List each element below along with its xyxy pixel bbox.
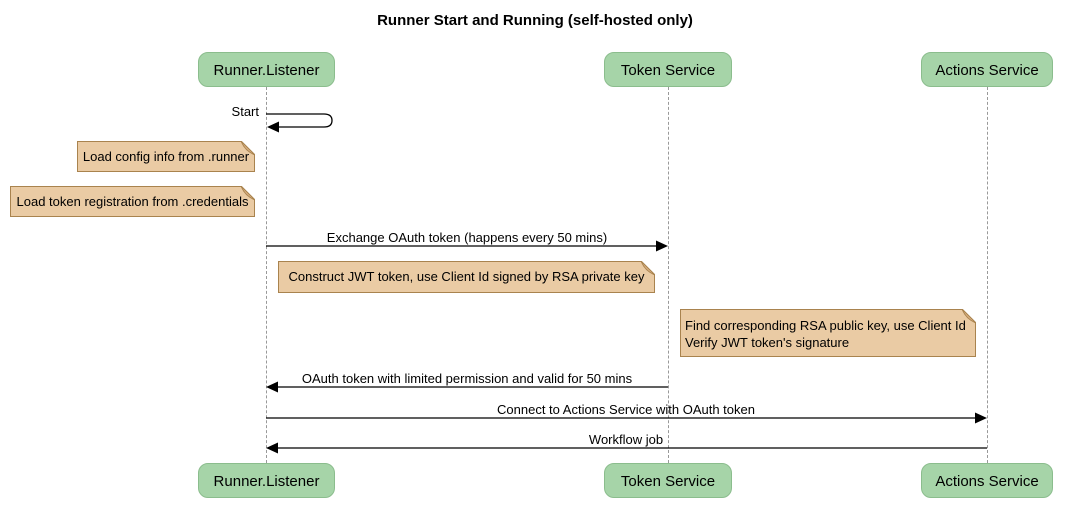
note-verify-jwt-line1: Find corresponding RSA public key, use C… bbox=[685, 318, 966, 333]
message-exchange-label: Exchange OAuth token (happens every 50 m… bbox=[326, 230, 608, 245]
note-construct-jwt-text: Construct JWT token, use Client Id signe… bbox=[288, 269, 645, 284]
self-loop-start-arrow bbox=[266, 113, 333, 128]
participant-runner-listener-top: Runner.Listener bbox=[198, 52, 335, 87]
participant-token-service-top: Token Service bbox=[604, 52, 732, 87]
arrow-connect-actions-head bbox=[975, 412, 987, 424]
note-verify-jwt-line2: Verify JWT token's signature bbox=[685, 335, 850, 350]
message-connect-label: Connect to Actions Service with OAuth to… bbox=[497, 402, 755, 417]
note-load-config-text: Load config info from .runner bbox=[82, 149, 250, 164]
lifeline-runner-listener bbox=[266, 87, 267, 463]
participant-actions-service-bottom: Actions Service bbox=[921, 463, 1053, 498]
message-workflow-label: Workflow job bbox=[588, 432, 664, 447]
note-construct-jwt: Construct JWT token, use Client Id signe… bbox=[278, 261, 655, 293]
note-fold-icon bbox=[241, 141, 255, 155]
self-loop-start-arrowhead bbox=[267, 121, 279, 133]
diagram-title: Runner Start and Running (self-hosted on… bbox=[377, 12, 693, 29]
arrow-exchange-oauth-head bbox=[656, 240, 668, 252]
note-verify-jwt: Find corresponding RSA public key, use C… bbox=[680, 309, 976, 357]
note-fold-icon bbox=[962, 309, 976, 323]
participant-actions-service-top: Actions Service bbox=[921, 52, 1053, 87]
note-fold-icon bbox=[641, 261, 655, 275]
note-load-credentials-text: Load token registration from .credential… bbox=[16, 194, 249, 209]
lifeline-token-service bbox=[668, 87, 669, 463]
message-oauth-return-label: OAuth token with limited permission and … bbox=[301, 371, 633, 386]
participant-token-service-bottom: Token Service bbox=[604, 463, 732, 498]
note-load-config: Load config info from .runner bbox=[77, 141, 255, 172]
lifeline-actions-service bbox=[987, 87, 988, 463]
participant-runner-listener-bottom: Runner.Listener bbox=[198, 463, 335, 498]
arrow-oauth-return-head bbox=[266, 381, 278, 393]
note-load-credentials: Load token registration from .credential… bbox=[10, 186, 255, 217]
arrow-workflow-job-head bbox=[266, 442, 278, 454]
message-start-label: Start bbox=[231, 104, 259, 119]
note-fold-icon bbox=[241, 186, 255, 200]
